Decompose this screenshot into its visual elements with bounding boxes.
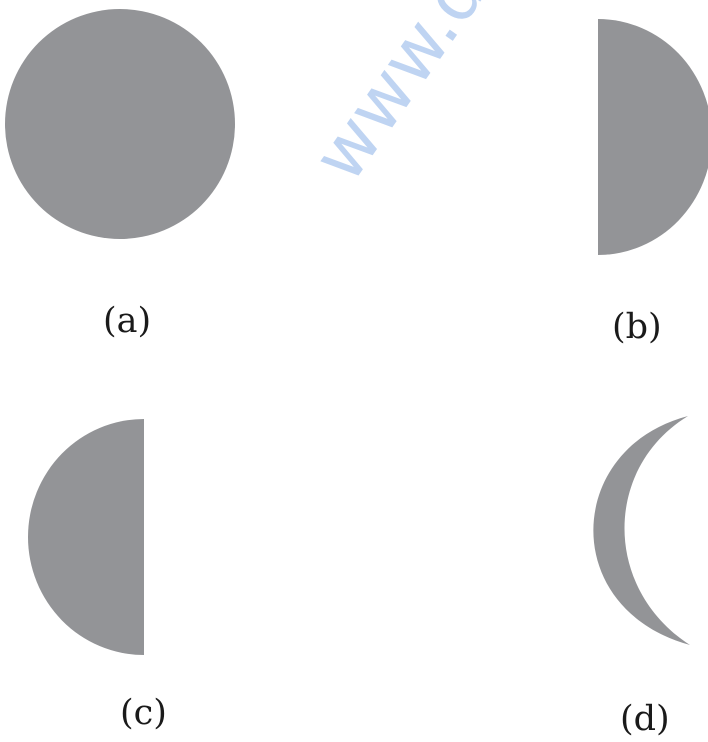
figure-label-c: (c): [120, 693, 167, 733]
figure-label-a: (a): [103, 301, 152, 341]
figure-label-d: (d): [620, 699, 670, 739]
figure-label-b: (b): [612, 307, 662, 347]
